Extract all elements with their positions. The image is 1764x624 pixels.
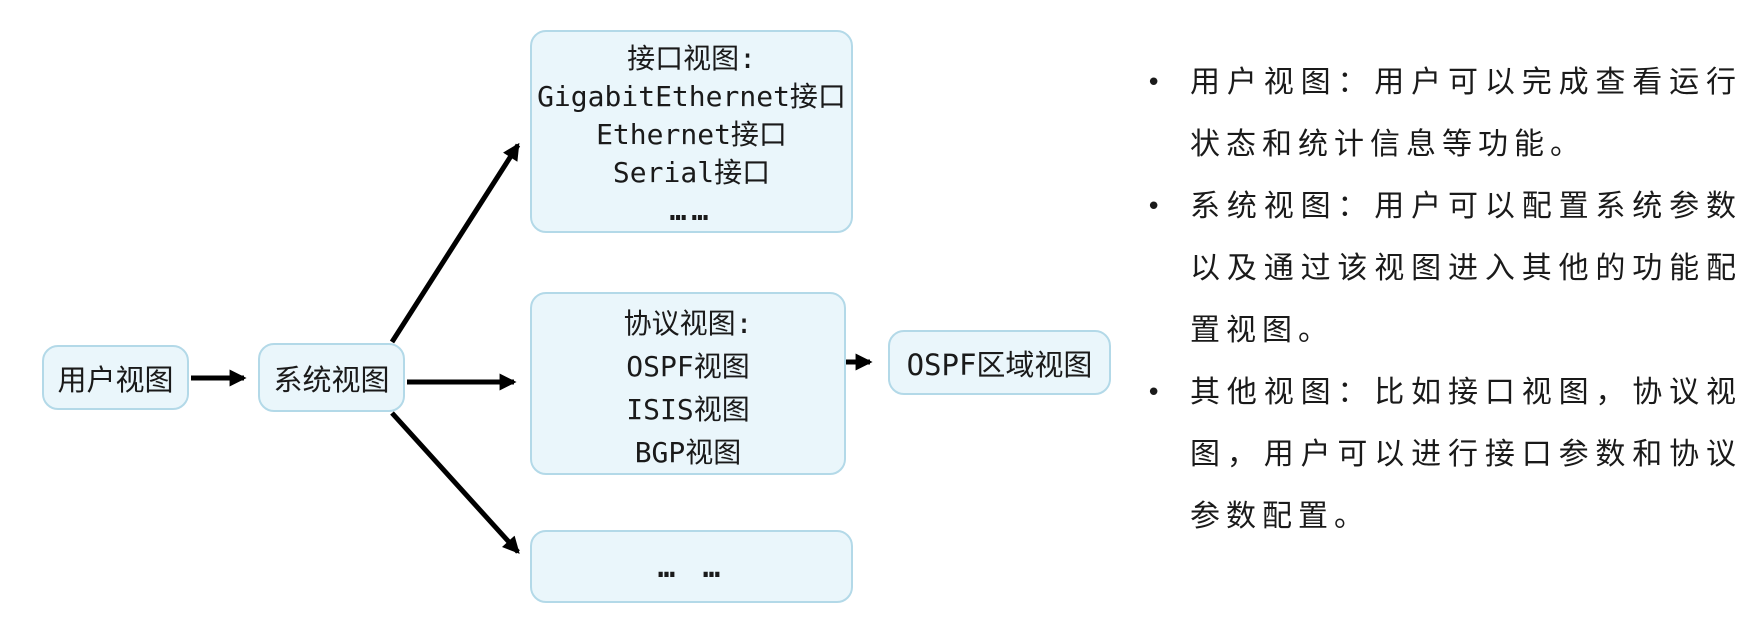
node-ospf-area-view-label: OSPF区域视图 [906,347,1093,382]
bullet-icon: • [1146,192,1162,222]
arrow-system-to-interface [389,142,521,344]
node-system-view-label: 系统视图 [273,362,390,397]
bullet-icon: • [1146,68,1162,98]
list-item: • 用户视图：用户可以完成查看运行状态和统计信息等功能。 [1146,52,1746,176]
protocol-view-line: BGP视图 [634,436,742,469]
interface-view-line: GigabitEthernet接口 [537,80,846,113]
node-other-views-label: … … [657,549,726,584]
node-interface-view: 接口视图: GigabitEthernet接口 Ethernet接口 Seria… [530,30,853,233]
node-protocol-view: 协议视图: OSPF视图 ISIS视图 BGP视图 [530,292,846,475]
protocol-view-line: ISIS视图 [626,393,750,426]
list-item: • 其他视图：比如接口视图，协议视图，用户可以进行接口参数和协议参数配置。 [1146,362,1746,548]
interface-view-line: Serial接口 [612,156,771,189]
node-ospf-area-view: OSPF区域视图 [888,330,1111,395]
protocol-view-title: 协议视图: [623,307,753,340]
node-user-view: 用户视图 [42,345,189,410]
view-descriptions: • 用户视图：用户可以完成查看运行状态和统计信息等功能。 • 系统视图：用户可以… [1146,52,1746,548]
arrow-system-to-other [390,411,520,554]
interface-view-line: Ethernet接口 [596,118,787,151]
node-other-views: … … [530,530,853,603]
bullet-icon: • [1146,378,1162,408]
interface-view-title: 接口视图: [627,42,756,75]
bullet-other-views-description: 其他视图：比如接口视图，协议视图，用户可以进行接口参数和协议参数配置。 [1190,376,1742,533]
list-item: • 系统视图：用户可以配置系统参数以及通过该视图进入其他的功能配置视图。 [1146,176,1746,362]
node-user-view-label: 用户视图 [57,362,174,397]
protocol-view-line: OSPF视图 [626,350,750,383]
bullet-system-view-description: 系统视图：用户可以配置系统参数以及通过该视图进入其他的功能配置视图。 [1190,190,1742,347]
bullet-user-view-description: 用户视图：用户可以完成查看运行状态和统计信息等功能。 [1190,66,1742,161]
interface-view-ellipsis: …… [669,194,714,227]
node-system-view: 系统视图 [258,343,405,412]
